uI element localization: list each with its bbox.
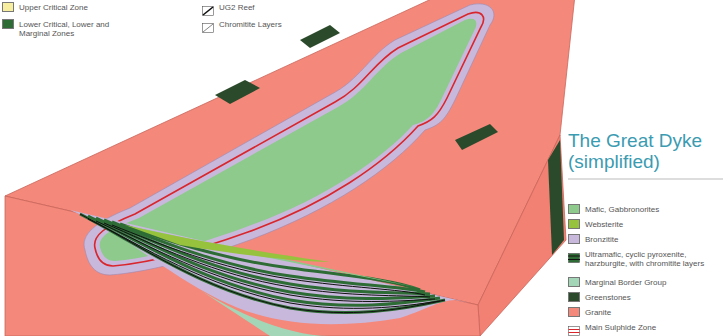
legend-swatch <box>568 204 580 214</box>
legend-text: UG2 Reef <box>219 3 369 12</box>
legend-swatch <box>568 219 580 229</box>
legend-swatch <box>568 249 580 259</box>
legend-swatch <box>568 307 580 317</box>
legend-text: Greenstones <box>585 293 720 302</box>
legend-text: Bronzitite <box>585 235 720 244</box>
legend-text: Main Sulphide Zone <box>585 323 720 332</box>
legend-swatch <box>2 19 14 29</box>
legend-swatch <box>202 2 214 12</box>
legend-text: Mafic, Gabbronorites <box>585 205 720 214</box>
legend-text: Marginal Border Group <box>585 278 720 287</box>
legend-text: Websterite <box>585 220 720 229</box>
legend-swatch <box>568 277 580 287</box>
legend-swatch <box>2 2 14 12</box>
diagram-title: The Great Dyke (simplified) <box>568 130 718 172</box>
legend-text: Lower Critical, Lower and Marginal Zones <box>19 20 134 38</box>
legend-text: Granite <box>585 308 720 317</box>
legend-text: Chromitite Layers <box>219 20 369 29</box>
legend-swatch <box>568 292 580 302</box>
legend-text: Upper Critical Zone <box>19 3 169 12</box>
legend-swatch <box>202 19 214 29</box>
legend-swatch <box>568 322 580 332</box>
legend-swatch <box>568 234 580 244</box>
legend-text: Ultramafic, cyclic pyroxenite, harzburgi… <box>585 250 720 268</box>
